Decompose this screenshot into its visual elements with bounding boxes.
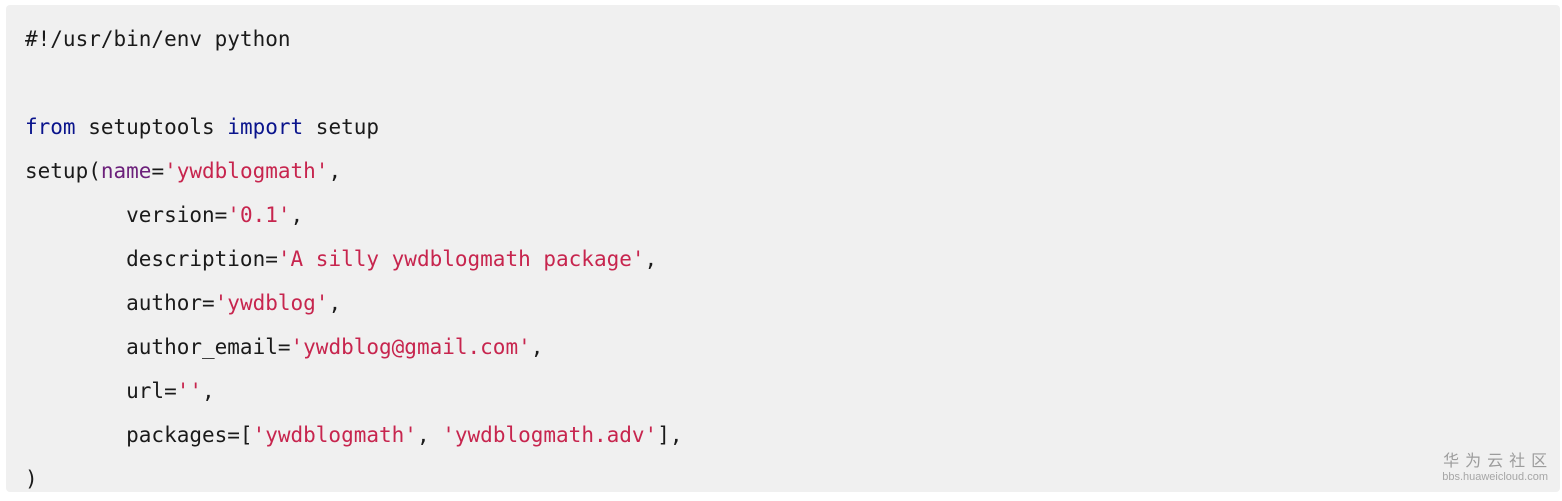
comma: , [290, 203, 304, 227]
shebang: #!/usr/bin/env python [25, 27, 291, 51]
code-line-9: url='', [25, 369, 1560, 413]
string-description-value: 'A silly ywdblogmath package' [277, 247, 645, 271]
comma: , [328, 159, 342, 183]
watermark: 华为云社区 bbs.huaweicloud.com [1442, 451, 1548, 484]
string-name-value: 'ywdblogmath' [164, 159, 329, 183]
arg-description: description= [25, 247, 278, 271]
code-line-6: description='A silly ywdblogmath package… [25, 237, 1560, 281]
equals-sign: = [151, 159, 165, 183]
list-close: ], [657, 423, 683, 447]
code-line-8: author_email='ywdblog@gmail.com', [25, 325, 1560, 369]
string-version-value: '0.1' [227, 203, 291, 227]
arg-url: url= [25, 379, 177, 403]
arg-author-email: author_email= [25, 335, 291, 359]
comma: , [644, 247, 658, 271]
code-block: #!/usr/bin/env python from setuptools im… [6, 5, 1560, 492]
comma: , [328, 291, 342, 315]
arg-version: version= [25, 203, 228, 227]
comma: , [202, 379, 215, 403]
watermark-brand: 华为云社区 [1443, 451, 1554, 470]
setup-call: setup( [25, 159, 101, 183]
module-name: setuptools [75, 115, 228, 139]
code-line-7: author='ywdblog', [25, 281, 1560, 325]
param-name: name [100, 159, 152, 183]
arg-packages: packages=[ [25, 423, 253, 447]
arg-author: author= [25, 291, 215, 315]
code-line-4: setup(name='ywdblogmath', [25, 149, 1560, 193]
code-line-5: version='0.1', [25, 193, 1560, 237]
string-url-value: '' [176, 379, 203, 403]
closing-paren: ) [25, 467, 38, 491]
code-line-10: packages=['ywdblogmath', 'ywdblogmath.ad… [25, 413, 1560, 457]
import-name: setup [303, 115, 380, 139]
string-author-value: 'ywdblog' [214, 291, 329, 315]
code-line-2-blank [25, 61, 1560, 105]
watermark-url: bbs.huaweicloud.com [1442, 471, 1548, 483]
comma: , [530, 335, 544, 359]
keyword-import: import [227, 115, 304, 139]
code-line-1: #!/usr/bin/env python [25, 17, 1560, 61]
string-author-email-value: 'ywdblog@gmail.com' [290, 335, 531, 359]
string-package-2: 'ywdblogmath.adv' [442, 423, 658, 447]
code-line-11: ) [25, 457, 1560, 501]
string-package-1: 'ywdblogmath' [252, 423, 417, 447]
keyword-from: from [25, 115, 76, 139]
code-line-3: from setuptools import setup [25, 105, 1560, 149]
list-separator: , [416, 423, 443, 447]
